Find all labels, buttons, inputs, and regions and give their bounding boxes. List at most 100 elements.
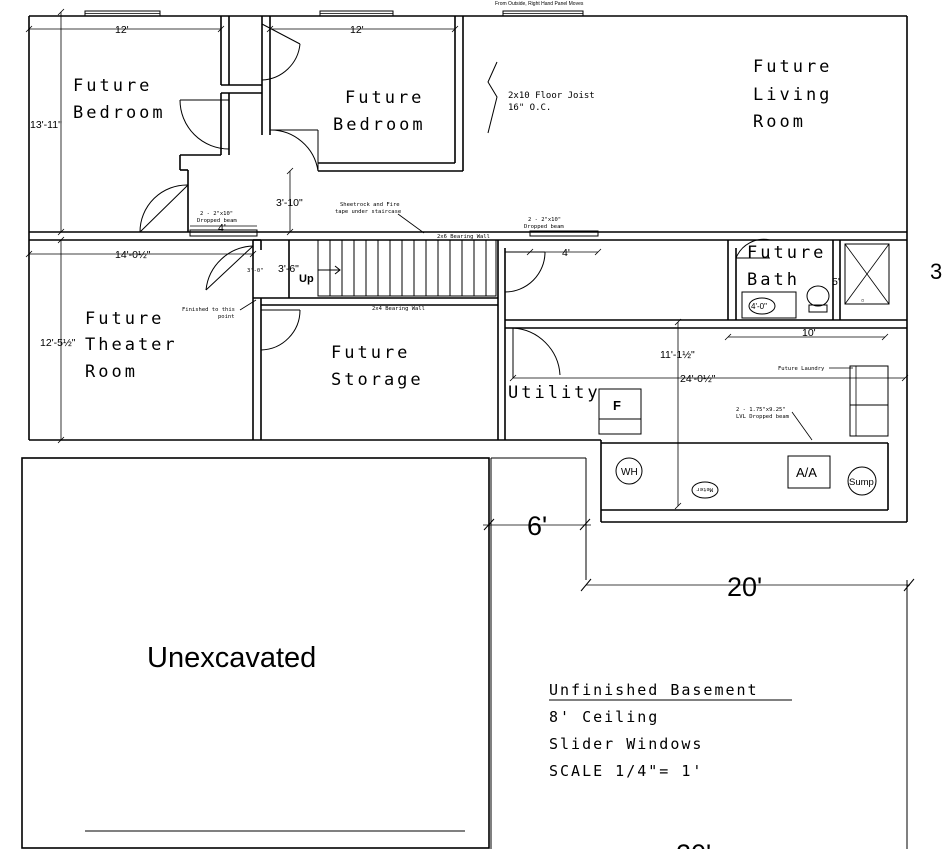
shower: ▫ xyxy=(844,243,890,305)
svg-text:Future: Future xyxy=(747,243,826,263)
window-1 xyxy=(84,10,161,17)
joist-note: 2x10 Floor Joist 16" O.C. xyxy=(487,61,595,134)
svg-text:20': 20' xyxy=(727,572,762,602)
bearing-wall-2x4: 2x4 Bearing Wall xyxy=(372,306,425,312)
dim-6: 6' xyxy=(483,511,591,541)
future-laundry: Future Laundry xyxy=(778,365,889,437)
room-utility: Utility xyxy=(508,383,601,403)
door-bed1-closet xyxy=(261,23,301,81)
svg-text:11'-1½": 11'-1½" xyxy=(660,349,695,361)
lvl-beam: 2 - 1.75"x9.25" LVL Dropped beam xyxy=(736,407,813,441)
svg-text:▫: ▫ xyxy=(861,298,864,304)
dim-4-right: 4' xyxy=(526,247,602,259)
dim-bed1-width: 12' xyxy=(25,24,225,36)
svg-text:Dropped beam: Dropped beam xyxy=(197,218,237,224)
living-line3: Room xyxy=(753,112,806,132)
door-hall-left xyxy=(139,184,189,233)
room-bedroom-1: Future Bedroom xyxy=(73,76,166,123)
furnace: F xyxy=(598,388,642,435)
bedroom1-line1: Future xyxy=(73,76,152,96)
svg-text:Future: Future xyxy=(331,343,410,363)
svg-text:F: F xyxy=(613,398,621,413)
svg-text:Meter: Meter xyxy=(696,486,713,492)
living-line2: Living xyxy=(753,85,832,105)
svg-text:Dropped beam: Dropped beam xyxy=(524,224,564,230)
svg-text:WH: WH xyxy=(621,467,638,478)
svg-text:12'-5½": 12'-5½" xyxy=(40,337,76,349)
svg-text:10': 10' xyxy=(802,327,816,339)
svg-text:Sump: Sump xyxy=(849,477,874,488)
svg-text:Theater: Theater xyxy=(85,335,178,355)
svg-text:6': 6' xyxy=(527,511,547,541)
svg-text:point: point xyxy=(218,314,235,320)
svg-text:tape under staircase: tape under staircase xyxy=(335,209,401,215)
dim-bed1-height: 13'-11" xyxy=(30,8,65,236)
finished-note: Finished to this point xyxy=(182,299,257,320)
dim-10: 10' xyxy=(724,327,889,341)
legend-windows: Slider Windows xyxy=(549,735,703,753)
svg-text:13'-11": 13'-11" xyxy=(30,119,62,131)
legend-ceiling: 8' Ceiling xyxy=(549,708,659,726)
svg-text:2 - 2"x10": 2 - 2"x10" xyxy=(528,217,561,223)
svg-text:Bath: Bath xyxy=(747,270,800,290)
dropped-beam-right: 2 - 2"x10" Dropped beam xyxy=(524,217,599,237)
room-storage: Future Storage xyxy=(331,343,424,390)
door-3-0: 3'-0" xyxy=(247,268,264,274)
door-theater xyxy=(205,245,254,291)
dim-24: 24'-0½" xyxy=(509,373,909,385)
door-bath-hall xyxy=(504,251,546,293)
svg-text:Room: Room xyxy=(85,362,138,382)
dim-theater-width: 14'-0½" xyxy=(25,249,257,261)
plan-legend: Unfinished Basement 8' Ceiling Slider Wi… xyxy=(549,681,792,780)
unexcavated-area: Unexcavated xyxy=(21,457,490,849)
svg-text:LVL Dropped beam: LVL Dropped beam xyxy=(736,414,790,420)
room-living: Future Living Room xyxy=(753,57,832,132)
joist-line1: 2x10 Floor Joist xyxy=(508,91,595,101)
door-bed2 xyxy=(269,129,319,172)
window-2 xyxy=(319,10,394,17)
bearing-wall-2x6: 2x6 Bearing Wall xyxy=(437,234,490,240)
room-bedroom-2: Future Bedroom xyxy=(333,88,426,135)
bedroom1-line2: Bedroom xyxy=(73,103,166,123)
top-note: From Outside, Right Hand Panel Moves xyxy=(495,1,584,7)
svg-text:14'-0½": 14'-0½" xyxy=(115,249,151,261)
room-bath: Future Bath xyxy=(747,243,826,290)
door-bath xyxy=(735,238,771,259)
toilet xyxy=(806,285,830,313)
room-theater: Future Theater Room xyxy=(85,309,178,382)
svg-text:Sheetrock and Fire: Sheetrock and Fire xyxy=(340,202,400,208)
svg-text:4': 4' xyxy=(562,247,570,259)
svg-text:Future Laundry: Future Laundry xyxy=(778,366,825,372)
ac-unit: A/A xyxy=(787,455,831,489)
svg-text:24'-0½": 24'-0½" xyxy=(680,373,716,385)
dim-stair-width: 3'-6" xyxy=(278,240,299,298)
dim-right-partial: 3 xyxy=(930,259,942,284)
joist-line2: 16" O.C. xyxy=(508,103,551,113)
lower-interior-walls xyxy=(252,239,907,511)
unexcavated-label: Unexcavated xyxy=(147,642,316,674)
stair-up-label: Up xyxy=(299,273,314,285)
svg-text:12': 12' xyxy=(350,24,364,36)
dim-theater-height: 12'-5½" xyxy=(40,236,76,444)
staircase: Up xyxy=(299,239,497,297)
dim-bottom-partial: 20' xyxy=(676,839,711,849)
dim-20: 20' xyxy=(580,572,915,602)
svg-text:A/A: A/A xyxy=(796,465,817,480)
dim-hall-width: 3'-10" xyxy=(276,167,303,236)
svg-text:2 - 1.75"x9.25": 2 - 1.75"x9.25" xyxy=(736,407,786,413)
living-line1: Future xyxy=(753,57,832,77)
legend-title: Unfinished Basement xyxy=(549,681,759,699)
door-storage xyxy=(260,309,301,351)
bedroom2-line2: Bedroom xyxy=(333,115,426,135)
svg-text:2 - 2"x10": 2 - 2"x10" xyxy=(200,211,233,217)
dim-bed2-width: 12' xyxy=(266,24,459,36)
unfinished-outline xyxy=(490,457,908,849)
water-heater: WH xyxy=(615,457,643,485)
sump-pump: Sump xyxy=(847,466,877,496)
svg-text:Storage: Storage xyxy=(331,370,424,390)
svg-text:3'-6": 3'-6" xyxy=(278,263,299,275)
svg-text:Finished to this: Finished to this xyxy=(182,307,235,313)
legend-scale: SCALE 1/4"= 1' xyxy=(549,762,703,780)
svg-text:3'-10": 3'-10" xyxy=(276,197,303,209)
